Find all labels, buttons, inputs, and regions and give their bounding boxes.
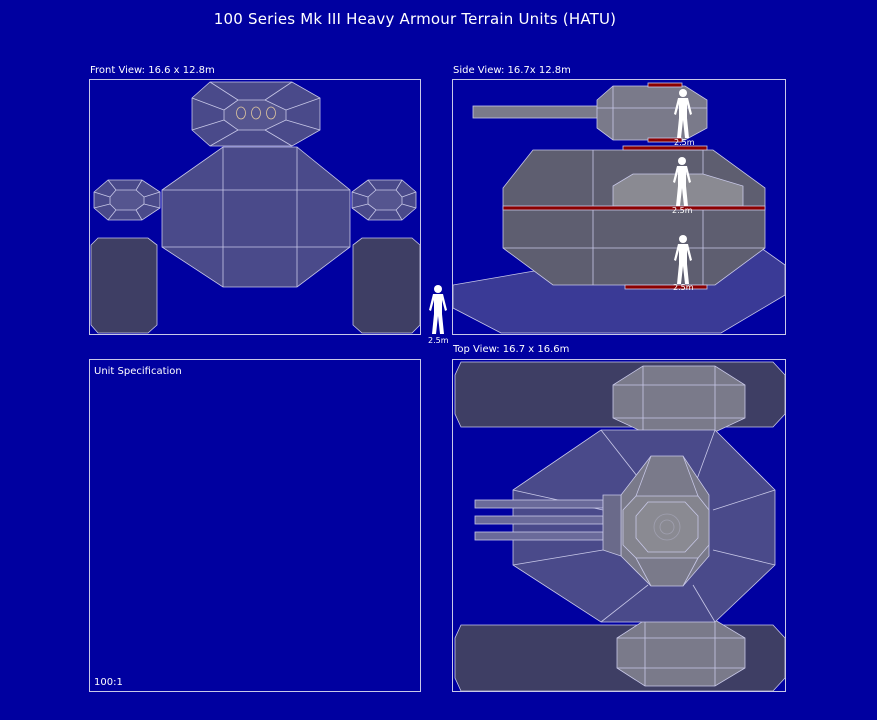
top-barrel-2 bbox=[474, 515, 604, 525]
side-human-label: 2.5m bbox=[673, 283, 694, 292]
top-barrel-3 bbox=[474, 531, 604, 541]
side-view-label: Side View: 16.7x 12.8m bbox=[453, 65, 571, 76]
top-view-label: Top View: 16.7 x 16.6m bbox=[453, 344, 570, 355]
side-view-drawing bbox=[453, 82, 786, 334]
top-view-panel bbox=[452, 359, 786, 692]
side-human-figure-icon bbox=[674, 235, 692, 284]
side-main-hull bbox=[502, 149, 766, 286]
top-barrel-1 bbox=[474, 499, 604, 509]
top-upper-pod bbox=[612, 365, 746, 433]
side-view-panel: 2.5m 2.5m 2.5m bbox=[452, 79, 786, 335]
side-marker-top bbox=[647, 82, 683, 88]
front-view-panel bbox=[89, 79, 421, 335]
unit-spec-title: Unit Specification bbox=[94, 366, 182, 377]
side-marker-turret-base bbox=[647, 137, 683, 143]
side-marker-hull-top bbox=[622, 145, 708, 151]
side-barrel bbox=[472, 105, 604, 119]
front-right-track bbox=[352, 237, 421, 334]
front-left-track bbox=[90, 237, 158, 334]
unit-spec-panel: Unit Specification 100:1 bbox=[89, 359, 421, 692]
side-human-label: 2.5m bbox=[674, 138, 695, 147]
side-marker-bottom bbox=[624, 284, 708, 290]
side-marker-deck bbox=[502, 205, 766, 211]
top-lower-pod bbox=[616, 619, 746, 687]
human-scale-figure-icon bbox=[429, 285, 447, 334]
side-human-figure-icon bbox=[673, 157, 691, 206]
front-view-drawing bbox=[90, 81, 421, 334]
side-human-figure-icon bbox=[674, 89, 692, 138]
page-title: 100 Series Mk III Heavy Armour Terrain U… bbox=[213, 10, 617, 28]
front-view-label: Front View: 16.6 x 12.8m bbox=[90, 65, 215, 76]
human-scale-label: 2.5m bbox=[428, 336, 449, 345]
top-turret-hatch bbox=[635, 501, 699, 553]
top-view-drawing bbox=[454, 361, 786, 692]
front-body bbox=[161, 146, 351, 288]
side-human-label: 2.5m bbox=[672, 206, 693, 215]
scale-ratio: 100:1 bbox=[94, 677, 123, 688]
